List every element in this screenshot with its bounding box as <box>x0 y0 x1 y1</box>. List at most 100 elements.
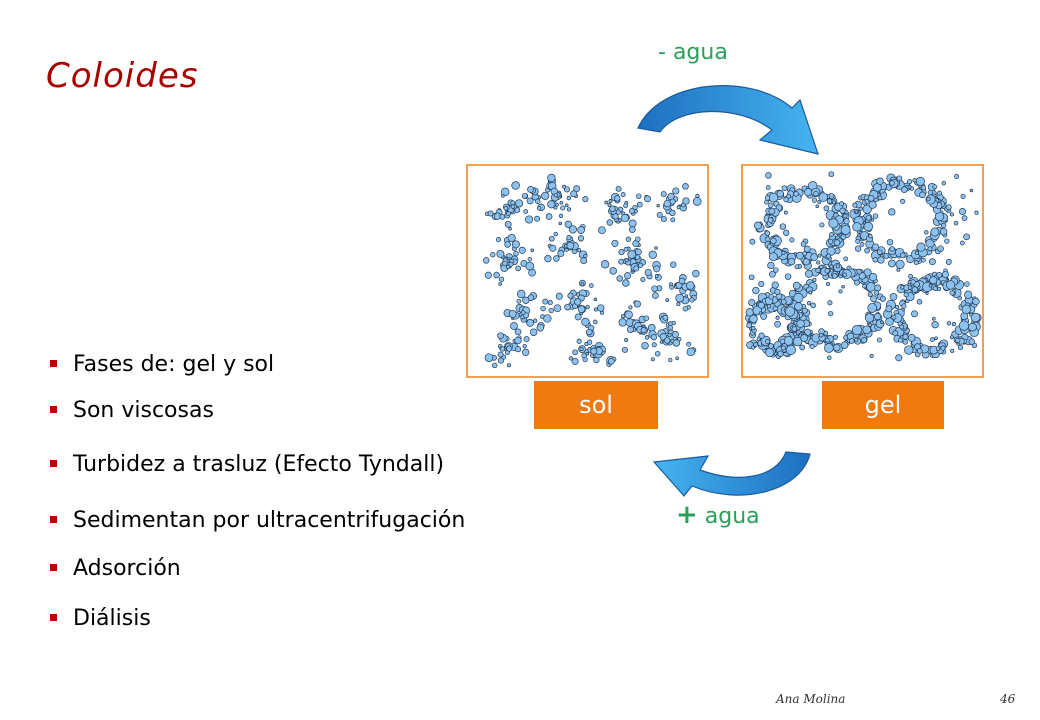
particle-icon <box>558 221 563 226</box>
particle-icon <box>671 331 679 338</box>
particle-icon <box>535 198 541 204</box>
particle-icon <box>841 284 845 289</box>
particle-icon <box>510 204 516 209</box>
particle-icon <box>871 243 880 251</box>
particle-icon <box>502 260 508 267</box>
particle-icon <box>618 249 625 256</box>
particle-icon <box>945 280 956 290</box>
particle-icon <box>969 188 974 193</box>
particle-icon <box>789 237 795 243</box>
particle-icon <box>672 187 680 195</box>
particle-icon <box>936 272 943 278</box>
particle-icon <box>564 203 569 208</box>
particle-icon <box>954 174 960 179</box>
sol-label: sol <box>534 381 658 429</box>
particle-icon <box>911 286 919 293</box>
particle-icon <box>774 320 781 328</box>
particle-icon <box>566 241 575 250</box>
particle-icon <box>889 292 898 301</box>
water-word: agua <box>704 504 760 529</box>
particle-icon <box>817 253 822 258</box>
particle-icon <box>557 250 565 258</box>
particle-icon <box>644 268 652 277</box>
particle-icon <box>780 298 787 305</box>
bullet-marker-icon <box>50 563 57 571</box>
particle-icon <box>597 304 605 312</box>
particle-icon <box>863 268 872 277</box>
particle-icon <box>553 192 558 198</box>
particle-icon <box>678 277 686 285</box>
particle-icon <box>515 346 522 353</box>
particle-icon <box>786 193 791 199</box>
particle-icon <box>771 281 779 289</box>
particle-icon <box>553 231 558 237</box>
particle-icon <box>803 245 811 253</box>
particle-icon <box>574 313 582 321</box>
particle-icon <box>840 234 847 240</box>
particle-icon <box>931 316 936 321</box>
particle-icon <box>804 269 813 278</box>
particle-icon <box>812 277 817 283</box>
particle-icon <box>490 252 496 258</box>
particle-icon <box>840 224 851 235</box>
bullet-item: Diálisis <box>50 606 151 631</box>
particle-icon <box>873 290 880 296</box>
particle-icon <box>907 184 912 189</box>
particle-icon <box>554 202 559 207</box>
particle-icon <box>751 326 756 331</box>
particle-icon <box>547 300 553 306</box>
particle-icon <box>769 270 776 278</box>
particle-icon <box>840 341 849 349</box>
particle-icon <box>497 357 504 364</box>
particle-icon <box>843 218 850 225</box>
particle-icon <box>877 195 883 201</box>
particle-icon <box>662 314 669 321</box>
bullet-marker-icon <box>50 459 57 467</box>
bullet-text: Fases de: gel y sol <box>73 352 275 377</box>
gel-particles <box>745 171 982 362</box>
particle-icon <box>518 246 526 254</box>
particle-icon <box>689 297 695 303</box>
particle-icon <box>523 209 529 214</box>
particle-icon <box>525 261 535 271</box>
particle-icon <box>749 314 758 324</box>
particle-icon <box>842 272 847 277</box>
particle-icon <box>543 314 552 323</box>
particle-icon <box>606 219 614 226</box>
particle-icon <box>794 264 800 270</box>
particle-icon <box>810 302 816 309</box>
particle-icon <box>959 208 966 215</box>
particle-icon <box>628 226 636 233</box>
particle-icon <box>577 226 585 234</box>
bullet-marker-icon <box>50 613 57 621</box>
particle-icon <box>504 220 512 228</box>
particle-icon <box>867 291 873 297</box>
particle-icon <box>568 225 577 234</box>
bullet-text: Sedimentan por ultracentrifugación <box>73 508 466 533</box>
particle-icon <box>622 279 630 287</box>
particle-icon <box>842 213 848 219</box>
particle-icon <box>953 220 959 226</box>
particle-icon <box>796 319 805 328</box>
particle-icon <box>654 246 658 250</box>
particle-icon <box>656 203 660 208</box>
particle-icon <box>768 252 778 262</box>
particle-icon <box>640 327 647 334</box>
particle-icon <box>869 353 874 358</box>
dehydration-arrow-icon <box>637 85 819 155</box>
particle-icon <box>611 239 619 247</box>
particle-icon <box>895 259 905 269</box>
particle-icon <box>808 290 813 295</box>
particle-icon <box>758 280 765 287</box>
particle-icon <box>931 321 939 329</box>
particle-icon <box>862 283 867 289</box>
particle-icon <box>564 303 571 311</box>
particle-icon <box>615 185 622 192</box>
particle-icon <box>635 236 641 242</box>
particle-icon <box>900 285 905 290</box>
particle-icon <box>576 248 582 253</box>
particle-icon <box>957 295 962 301</box>
particle-icon <box>564 220 572 228</box>
particle-icon <box>593 297 598 302</box>
particle-icon <box>497 351 504 358</box>
